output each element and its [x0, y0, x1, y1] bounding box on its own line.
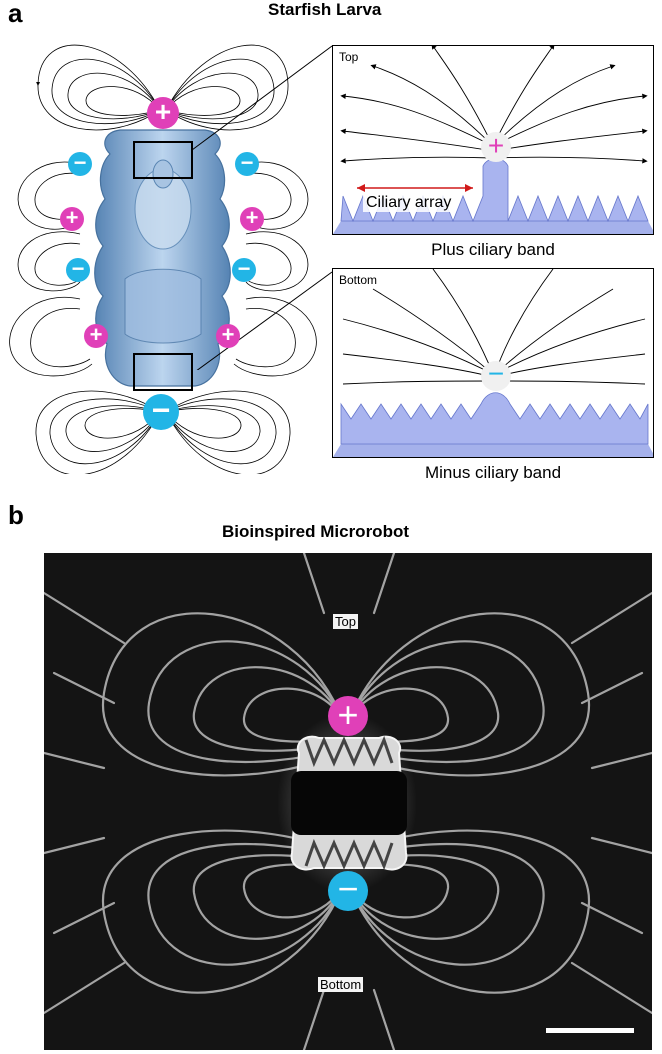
larva-plus-right-2: + — [216, 324, 240, 348]
panel-b-title: Bioinspired Microrobot — [222, 522, 409, 541]
minus-inset-bottom-label: Bottom — [338, 273, 379, 287]
larva-flow-diagram — [9, 44, 317, 474]
minus-band-streamlines — [333, 269, 653, 457]
plus-band-streamlines — [333, 46, 653, 234]
bottom-streamlines — [35, 390, 291, 474]
microrobot-bottom-label: Bottom — [318, 977, 364, 992]
microrobot-plus-badge: + — [328, 696, 368, 736]
minus-band-inset: Bottom − — [332, 268, 654, 458]
microrobot-top-label: Top — [333, 614, 358, 629]
larva-minus-left-2: − — [66, 258, 90, 282]
microrobot-body — [290, 735, 408, 871]
panel-b-letter: b — [8, 500, 24, 530]
ciliary-array-label: Ciliary array — [363, 194, 455, 212]
larva-plus-top: + — [147, 97, 179, 129]
panel-a-letter: a — [8, 0, 23, 28]
larva-plus-right-1: + — [240, 207, 264, 231]
plus-inset-badge: + — [481, 132, 511, 162]
plus-band-caption: Plus ciliary band — [431, 240, 555, 259]
inset-leader-lines — [191, 45, 333, 370]
larva-body — [94, 129, 231, 387]
plus-band-inset: Top + Ciliary array — [332, 45, 654, 235]
top-inset-marker — [133, 141, 193, 179]
larva-plus-left-1: + — [60, 207, 84, 231]
microrobot-minus-badge: − — [328, 871, 368, 911]
microrobot-streaklines — [44, 553, 652, 1050]
larva-minus-right-1: − — [235, 152, 259, 176]
plus-inset-top-label: Top — [338, 50, 360, 64]
side-streamlines — [9, 161, 317, 377]
larva-minus-bottom: − — [143, 394, 179, 430]
minus-band-cilia — [333, 392, 653, 457]
panel-a-title: Starfish Larva — [268, 0, 382, 19]
larva-plus-left-2: + — [84, 324, 108, 348]
scale-bar — [546, 1028, 634, 1033]
minus-inset-badge: − — [481, 360, 511, 391]
minus-band-caption: Minus ciliary band — [424, 463, 562, 482]
microrobot-flow-image: Top Bottom + − — [44, 553, 652, 1050]
larva-minus-left-1: − — [68, 152, 92, 176]
bottom-inset-marker — [133, 353, 193, 391]
larva-minus-right-2: − — [232, 258, 256, 282]
